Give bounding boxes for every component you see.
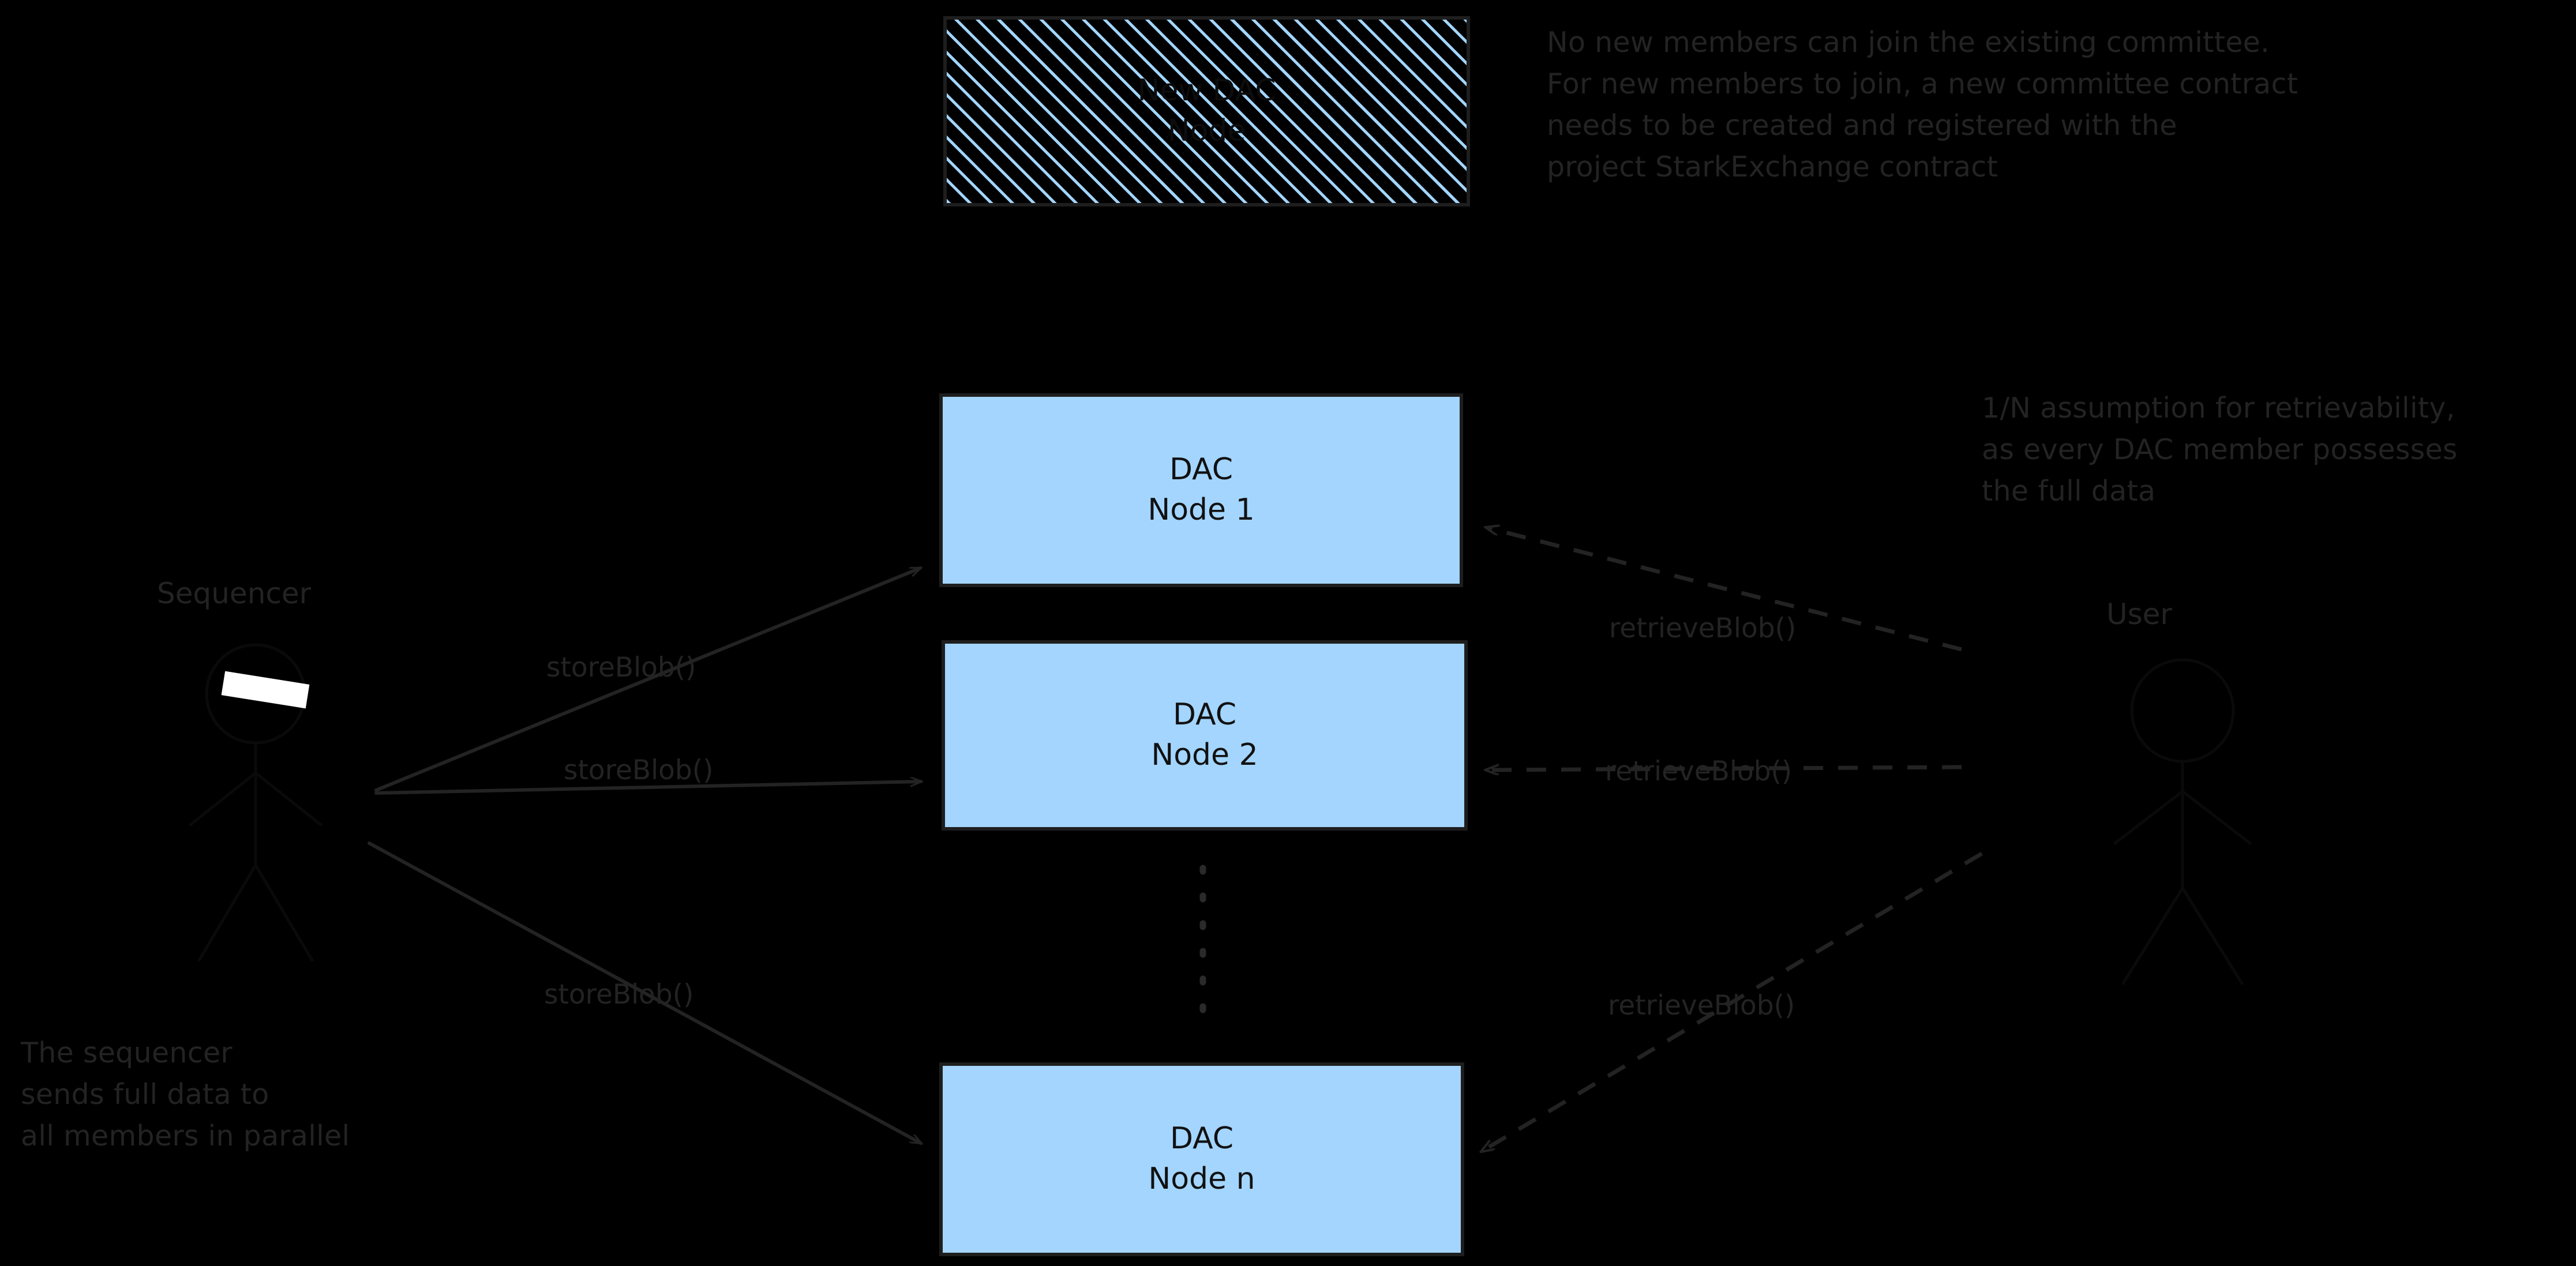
user-actor-icon	[2113, 658, 2252, 985]
new-dac-node-subtitle: Node	[1167, 114, 1246, 148]
dac-node-1-title: DAC	[1169, 452, 1233, 487]
dac-node-1-box: DAC Node 1	[939, 393, 1463, 587]
retrieve-blob-arrow-1	[1487, 528, 1962, 652]
dac-node-n-subtitle: Node n	[1148, 1162, 1255, 1196]
sequencer-actor-icon	[189, 643, 323, 962]
retrieve-blob-arrow-3	[1483, 851, 1983, 1151]
dac-node-n-box: DAC Node n	[939, 1062, 1464, 1256]
note-sequencer-parallel: The sequencer sends full data to all mem…	[21, 1036, 350, 1153]
store-blob-arrows	[368, 566, 921, 1145]
new-dac-node-title: New DAC	[1137, 73, 1276, 108]
store-blob-arrow-1	[374, 566, 920, 792]
retrieve-blob-arrow-2	[1487, 767, 1962, 770]
note-committee: No new members can join the existing com…	[1547, 26, 2298, 184]
retrieve-blob-label-1: retrieveBlob()	[1609, 613, 1797, 644]
dac-node-2-subtitle: Node 2	[1151, 738, 1258, 772]
dac-node-1-subtitle: Node 1	[1148, 493, 1255, 527]
note-retrievability: 1/N assumption for retrievability, as ev…	[1982, 392, 2458, 508]
dac-node-n-title: DAC	[1169, 1121, 1234, 1156]
new-dac-node-box: New DAC Node	[943, 16, 1470, 206]
store-blob-label-1: storeBlob()	[546, 652, 696, 683]
store-blob-label-2: storeBlob()	[564, 754, 714, 786]
retrieve-blob-label-3: retrieveBlob()	[1608, 990, 1795, 1021]
retrieve-blob-arrows	[1483, 528, 1983, 1151]
store-blob-label-3: storeBlob()	[544, 979, 694, 1010]
user-label: User	[2106, 598, 2172, 631]
dac-node-2-box: DAC Node 2	[942, 640, 1468, 831]
retrieve-blob-label-2: retrieveBlob()	[1605, 756, 1793, 787]
sequencer-label: Sequencer	[157, 577, 312, 610]
dac-node-2-title: DAC	[1172, 697, 1237, 732]
store-blob-arrow-3	[368, 842, 921, 1145]
store-blob-arrow-2	[374, 782, 921, 795]
